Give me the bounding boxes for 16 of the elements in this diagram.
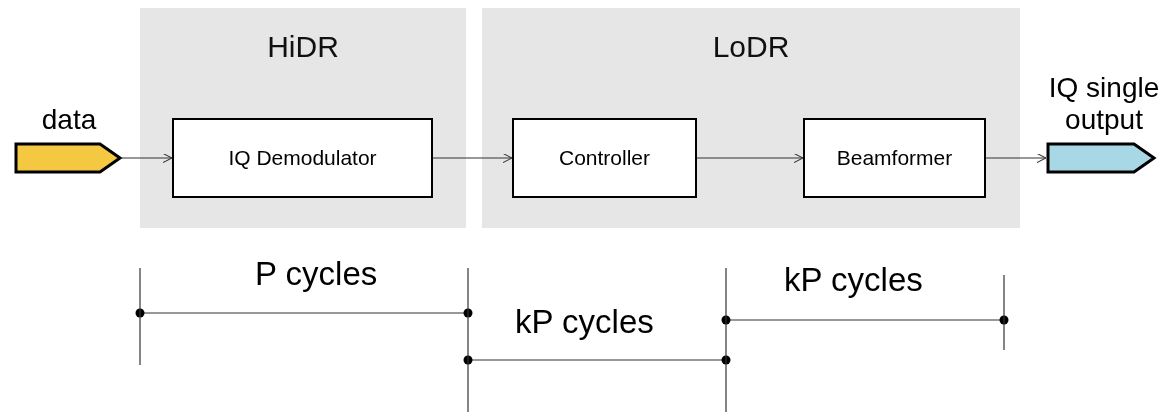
cycle-count-label: P cycles: [255, 255, 378, 293]
process-box: IQ Demodulator: [172, 118, 433, 198]
group-title: LoDR: [711, 30, 791, 64]
group-band: [482, 8, 1020, 228]
arrow: [985, 152, 1047, 164]
arrow: [121, 152, 173, 164]
arrow: [432, 152, 513, 164]
port-label: IQ single output: [1047, 72, 1161, 136]
group-title: HiDR: [266, 30, 340, 64]
cycle-count-label: kP cycles: [784, 261, 923, 299]
port-label: data: [40, 104, 98, 136]
process-box: Beamformer: [803, 118, 986, 198]
process-box: Controller: [512, 118, 697, 198]
group-band: [140, 8, 466, 228]
arrow: [696, 152, 804, 164]
cycle-count-label: kP cycles: [515, 303, 654, 341]
